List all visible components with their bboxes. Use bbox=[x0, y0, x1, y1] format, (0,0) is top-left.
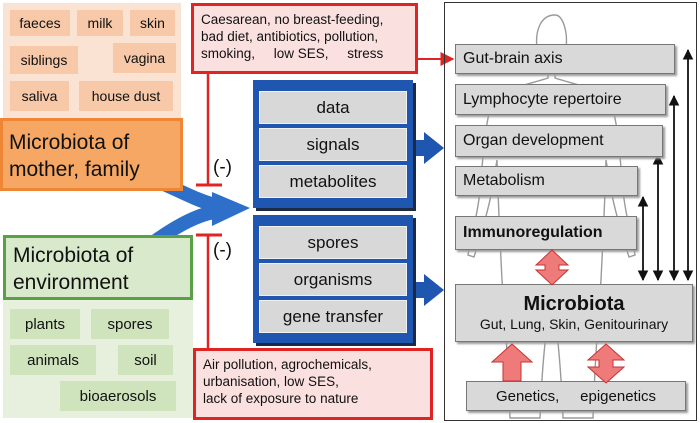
genetics-box: Genetics, epigenetics bbox=[466, 381, 686, 411]
source-tag: skin bbox=[130, 10, 175, 36]
blue-arrow-top bbox=[416, 132, 444, 164]
lymphocyte-repertoire-box: Lymphocyte repertoire bbox=[455, 84, 666, 115]
metabolism-box: Metabolism bbox=[455, 166, 638, 196]
inhibit-label-top: (-) bbox=[213, 157, 232, 178]
organisms-stack: spores organisms gene transfer bbox=[253, 215, 413, 343]
blue-arrow-bottom bbox=[416, 274, 444, 306]
stack-cell: gene transfer bbox=[259, 300, 407, 333]
source-tag: soil bbox=[118, 345, 173, 375]
source-tag: animals bbox=[10, 345, 96, 375]
risk-factors-top: Caesarean, no breast-feeding, bad diet, … bbox=[191, 3, 418, 74]
microbiota-box: Microbiota Gut, Lung, Skin, Genitourinar… bbox=[455, 284, 693, 342]
source-tag: house dust bbox=[79, 81, 173, 111]
stack-cell: metabolites bbox=[259, 165, 407, 198]
title-line: Microbiota of bbox=[13, 244, 134, 267]
risk-line: lack of exposure to nature bbox=[203, 391, 359, 406]
stack-cell: organisms bbox=[259, 263, 407, 296]
mother-family-title: Microbiota of mother, family bbox=[0, 118, 183, 191]
signals-stack: data signals metabolites bbox=[253, 80, 413, 208]
source-tag: plants bbox=[10, 309, 80, 339]
source-tag: vagina bbox=[113, 43, 176, 73]
environment-title: Microbiota of environment bbox=[3, 235, 193, 300]
risk-line: Caesarean, no breast-feeding, bbox=[201, 12, 384, 27]
stack-cell: data bbox=[259, 91, 407, 124]
risk-line: Air pollution, agrochemicals, bbox=[203, 357, 372, 372]
title-line: mother, family bbox=[9, 158, 140, 181]
inhibit-label-bottom: (-) bbox=[213, 240, 232, 261]
risk-line: smoking, low SES, stress bbox=[201, 46, 384, 61]
gut-brain-axis-box: Gut-brain axis bbox=[455, 44, 675, 74]
source-tag: saliva bbox=[10, 81, 69, 111]
source-tag: milk bbox=[77, 10, 123, 36]
source-tag: faeces bbox=[10, 10, 70, 36]
stack-cell: spores bbox=[259, 226, 407, 259]
source-tag: spores bbox=[91, 309, 169, 339]
organ-development-box: Organ development bbox=[455, 125, 663, 157]
mother-sources-panel: faeces milk skin siblings vagina saliva … bbox=[3, 3, 181, 118]
risk-line: bad diet, antibiotics, pollution, bbox=[201, 29, 379, 44]
environment-sources-panel: plants spores animals soil bioaerosols bbox=[3, 300, 193, 418]
risk-factors-bottom: Air pollution, agrochemicals, urbanisati… bbox=[193, 348, 433, 420]
risk-line: urbanisation, low SES, bbox=[203, 374, 339, 389]
source-tag: siblings bbox=[10, 46, 78, 74]
source-tag: bioaerosols bbox=[60, 381, 176, 411]
host-effects-panel bbox=[444, 2, 697, 421]
microbiota-sites: Gut, Lung, Skin, Genitourinary bbox=[479, 315, 669, 332]
stack-cell: signals bbox=[259, 128, 407, 161]
immunoregulation-box: Immunoregulation bbox=[455, 216, 637, 250]
title-line: Microbiota of bbox=[9, 131, 130, 154]
title-line: environment bbox=[13, 271, 129, 294]
microbiota-title: Microbiota bbox=[523, 292, 625, 315]
